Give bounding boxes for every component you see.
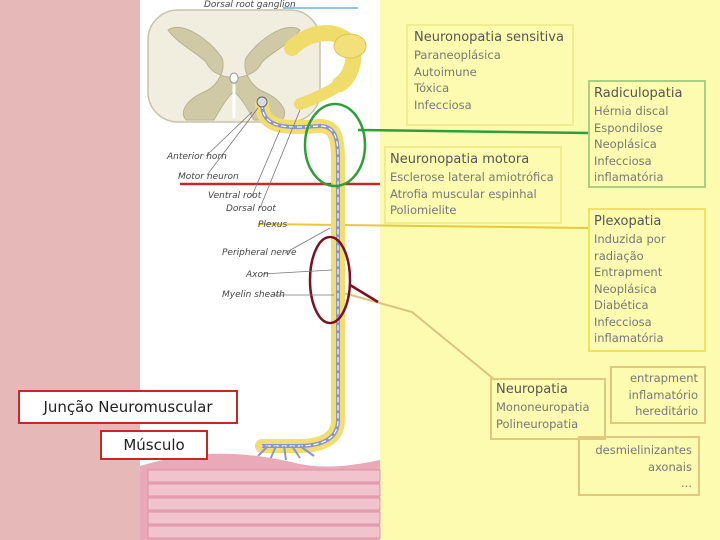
list-item: Mononeuropatia [496,400,590,414]
neuropatia-highlight [308,235,352,325]
list-item: axonais [647,459,692,474]
neuropatia-box: Neuropatia Mononeuropatia Polineuropatia [490,378,606,440]
neuropatia-causes-box: entrapment inflamatório hereditário [610,366,706,424]
neuronopatia-motora-box: Neuronopatia motora Esclerose lateral am… [384,146,562,224]
list-item: Neoplásica [594,137,657,151]
radiculopatia-title: Radiculopatia [594,86,683,101]
list-item: Autoimune [414,64,477,79]
list-item: Hérnia discal [594,104,669,118]
radiculopatia-highlight [303,102,367,188]
list-item: hereditário [635,404,698,418]
list-item: Poliomielite [390,203,457,217]
label-peripheral-nerve: Peripheral nerve [222,248,297,258]
label-motor-neuron: Motor neuron [178,172,239,182]
juncao-neuromuscular-label: Junção Neuromuscular [18,390,238,424]
list-item: Infecciosa [594,153,652,168]
radiculopatia-line [357,128,591,135]
list-item: inflamatória [594,170,664,184]
list-item: Infecciosa [594,314,652,329]
plexopatia-line [257,223,591,229]
list-item: inflamatória [594,331,664,345]
plexopatia-list: Induzida por radiação Entrapment Neoplás… [594,231,704,347]
nerve-terminals [257,445,315,461]
neuronopatia-sensitiva-box: Neuronopatia sensitiva Paraneoplásica Au… [406,24,574,126]
list-item: desmielinizantes [595,443,692,457]
neuropatia-line [339,291,496,381]
list-item: entrapment [629,371,698,385]
neuronopatia-motora-title: Neuronopatia motora [390,152,530,167]
list-item: Atrofia muscular espinhal [390,186,537,201]
label-axon: Axon [246,270,269,280]
plexopatia-title: Plexopatia [594,214,662,229]
musculo-label: Músculo [100,430,208,460]
list-item: Paraneoplásica [414,48,501,62]
label-anterior-horn: Anterior horn [167,152,227,162]
muscle-fibers [140,453,381,540]
label-plexus: Plexus [258,220,288,230]
radiculopatia-box: Radiculopatia Hérnia discal Espondilose … [588,80,706,188]
label-dorsal-root: Dorsal root [226,204,276,214]
list-item: Polineuropatia [496,416,579,431]
neuronopatia-motora-list: Esclerose lateral amiotrófica Atrofia mu… [390,169,560,219]
plexopatia-box: Plexopatia Induzida por radiação Entrapm… [588,208,706,352]
list-item: Diabética [594,298,649,312]
neuronopatia-sensitiva-title: Neuronopatia sensitiva [414,30,564,45]
label-myelin-sheath: Myelin sheath [222,290,285,300]
peripheral-nerve-trunk [255,97,345,453]
neuropatia-list: Mononeuropatia Polineuropatia [496,399,604,432]
list-item: Entrapment [594,265,663,279]
list-item: Infecciosa [414,97,472,112]
spinal-cord [147,9,321,123]
label-dorsal-root-ganglion: Dorsal root ganglion [204,0,296,10]
list-item: radiação [594,248,644,263]
list-item: Induzida por [594,232,666,246]
label-ventral-root: Ventral root [208,191,262,201]
list-item: ... [681,476,692,490]
neuropatia-causes-list: entrapment inflamatório hereditário [612,370,698,420]
list-item: inflamatório [628,387,698,402]
list-item: Tóxica [414,81,450,95]
list-item: Neoplásica [594,281,657,296]
list-item: Espondilose [594,120,663,135]
radiculopatia-list: Hérnia discal Espondilose Neoplásica Inf… [594,103,704,186]
neuropatia-types-list: desmielinizantes axonais ... [580,442,692,492]
neuropatia-title: Neuropatia [496,382,568,397]
neuronopatia-sensitiva-list: Paraneoplásica Autoimune Tóxica Infeccio… [414,47,572,113]
neuropatia-types-box: desmielinizantes axonais ... [578,436,700,496]
list-item: Esclerose lateral amiotrófica [390,170,554,184]
